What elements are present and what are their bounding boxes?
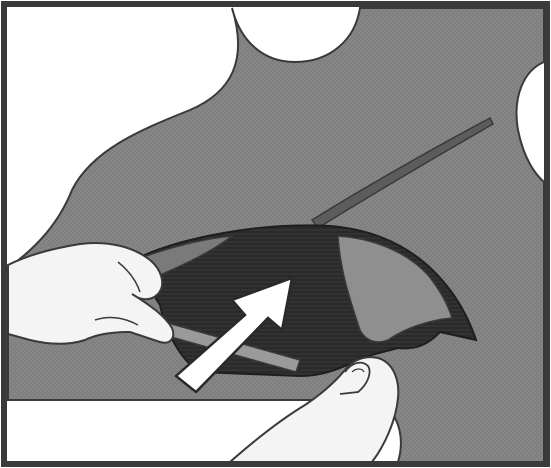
left-hand xyxy=(8,243,173,344)
